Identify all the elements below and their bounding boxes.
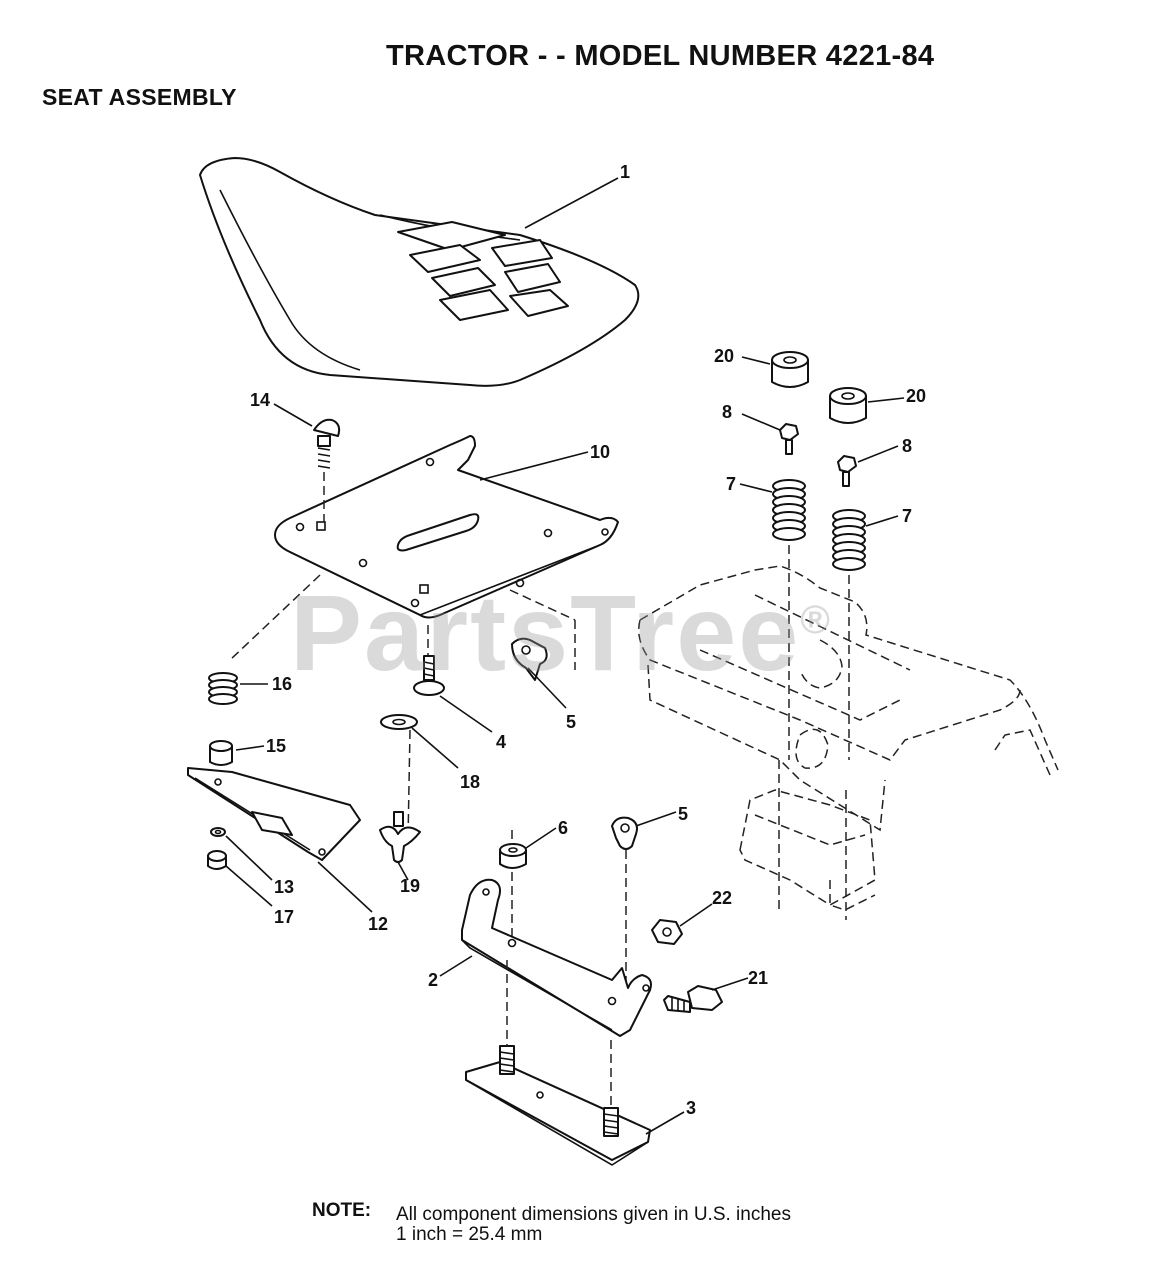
callout-4: 4	[496, 732, 506, 752]
seat-clip-lower-part[interactable]	[611, 816, 638, 850]
seat-part[interactable]	[199, 157, 640, 387]
callout-10: 10	[590, 442, 610, 462]
seat-spring-left-part[interactable]	[772, 479, 806, 541]
flat-washer-part[interactable]	[380, 714, 418, 730]
callout-17: 17	[274, 907, 294, 927]
callout-20-left: 20	[714, 346, 734, 366]
carriage-bolt-part[interactable]	[313, 418, 341, 469]
seat-clip-upper-part[interactable]	[511, 637, 548, 681]
callout-12: 12	[368, 914, 388, 934]
stud-right	[603, 1107, 619, 1137]
callout-21: 21	[748, 968, 768, 988]
callout-16: 16	[272, 674, 292, 694]
mounting-plate-part[interactable]	[465, 1045, 651, 1166]
seat-spring-right-part[interactable]	[832, 509, 866, 571]
callout-13: 13	[274, 877, 294, 897]
callout-19: 19	[400, 876, 420, 896]
hex-nut-6-part[interactable]	[499, 843, 527, 869]
screw-right-part[interactable]	[837, 455, 857, 487]
seat-grip-pads	[397, 221, 569, 321]
callout-5-upper: 5	[566, 712, 576, 732]
callout-7-right: 7	[902, 506, 912, 526]
hex-bolt-21-part[interactable]	[663, 985, 723, 1013]
bumper-left-part[interactable]	[771, 351, 809, 388]
note-dimensions-text: All component dimensions given in U.S. i…	[396, 1204, 791, 1225]
adjustment-knob-part[interactable]	[379, 811, 421, 863]
callout-2: 2	[428, 970, 438, 990]
callout-6: 6	[558, 818, 568, 838]
seat-rail-part[interactable]	[187, 767, 361, 861]
callout-7-left: 7	[726, 474, 736, 494]
callout-8-left: 8	[722, 402, 732, 422]
spacer-part[interactable]	[209, 740, 233, 766]
watermark: PartsTree®	[290, 572, 832, 693]
callout-22: 22	[712, 888, 732, 908]
section-title: SEAT ASSEMBLY	[42, 84, 237, 110]
note-label: NOTE:	[312, 1200, 372, 1221]
note-conversion-text: 1 inch = 25.4 mm	[396, 1224, 543, 1245]
callout-20-right: 20	[906, 386, 926, 406]
screw-left-part[interactable]	[779, 423, 799, 455]
bumper-right-part[interactable]	[829, 387, 867, 424]
callout-14: 14	[250, 390, 270, 410]
stud-left	[499, 1045, 515, 1075]
callout-15: 15	[266, 736, 286, 756]
seat-pan-part[interactable]	[274, 435, 619, 619]
shoulder-bolt-part[interactable]	[413, 655, 445, 696]
compression-spring-part[interactable]	[208, 672, 238, 705]
page-title: TRACTOR - - MODEL NUMBER 4221-84	[386, 40, 935, 72]
pivot-bracket-part[interactable]	[461, 878, 652, 1037]
callout-5-lower: 5	[678, 804, 688, 824]
tractor-frame-reference	[638, 545, 1059, 920]
callout-18: 18	[460, 772, 480, 792]
callout-1: 1	[620, 162, 630, 182]
washer-13-part[interactable]	[210, 827, 226, 837]
callout-3: 3	[686, 1098, 696, 1118]
hex-nut-22-part[interactable]	[651, 919, 683, 945]
nut-17-part[interactable]	[207, 850, 227, 870]
callout-8-right: 8	[902, 436, 912, 456]
